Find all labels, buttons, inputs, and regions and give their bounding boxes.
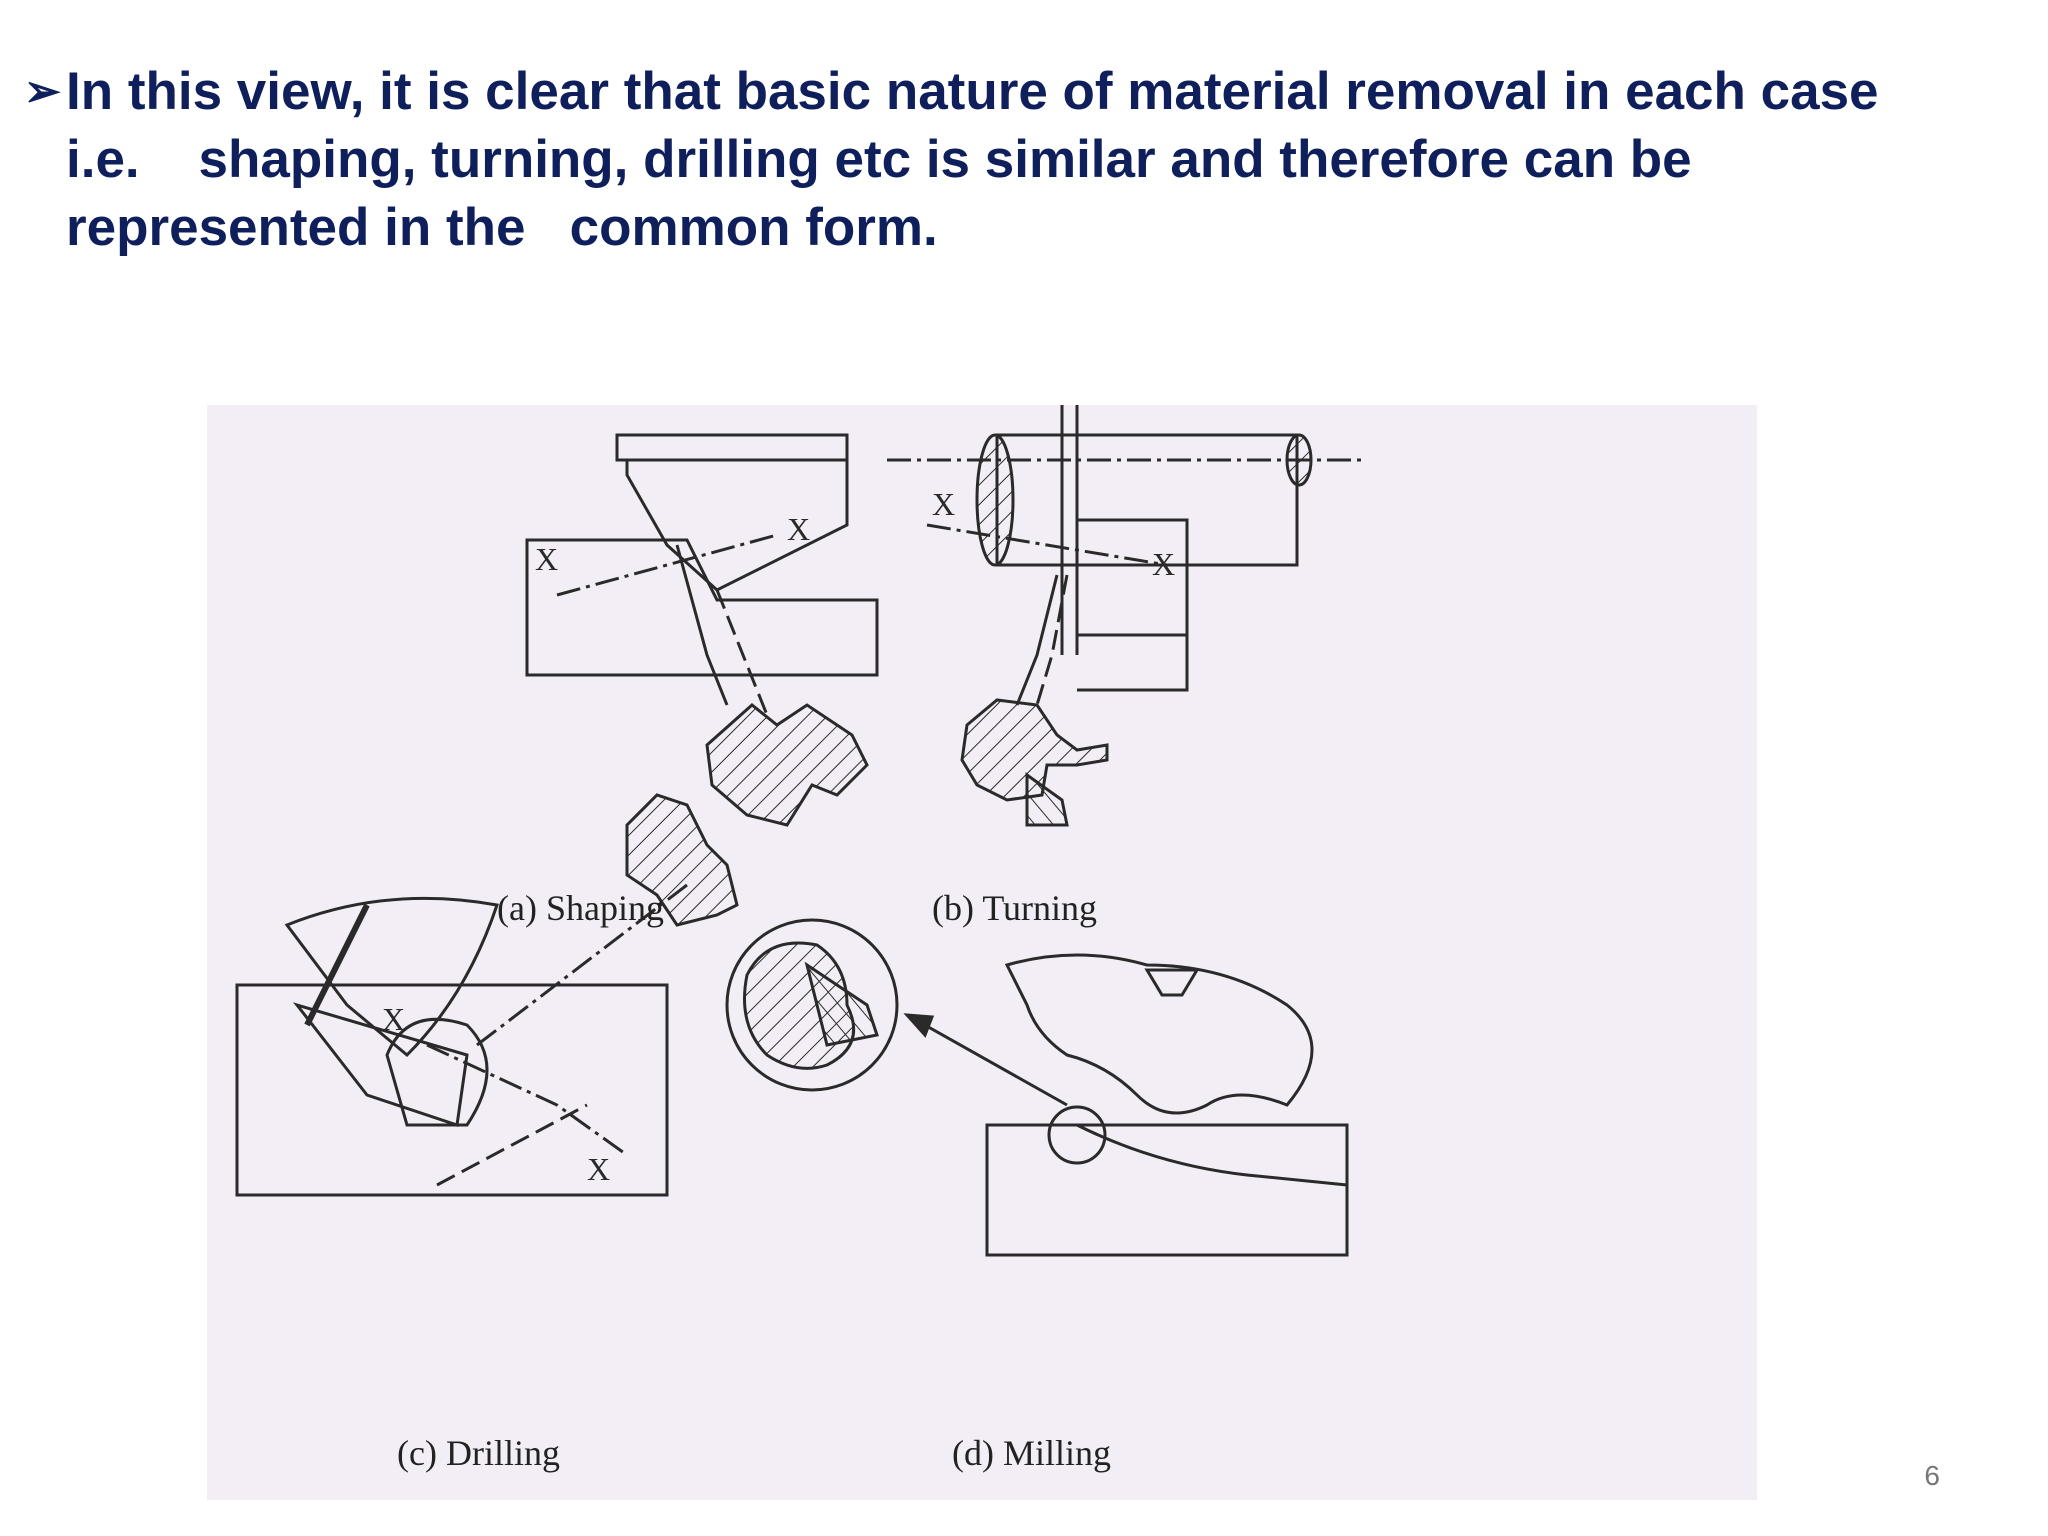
- machining-operations-figure: X X X X: [207, 405, 1757, 1500]
- turning-drawing: [887, 405, 1367, 827]
- drilling-drawing: [235, 793, 739, 1197]
- shaping-tool: [625, 458, 849, 592]
- turning-mark-right: X: [1152, 546, 1175, 582]
- bullet-line-3: represented in the common form.: [66, 198, 938, 257]
- turning-chip-section: [960, 698, 1109, 802]
- milling-chip-fragment: [804, 961, 879, 1047]
- shaping-drawing: [525, 433, 879, 827]
- shaping-workpiece: [525, 538, 879, 677]
- arrow-bullet-icon: ➢: [24, 67, 61, 116]
- milling-drawing: [725, 918, 1349, 1257]
- turning-tool-shank: [1077, 633, 1189, 692]
- drilling-lip: [385, 1017, 489, 1127]
- drilling-mark-right: X: [587, 1151, 610, 1187]
- shaping-chip-section: [705, 703, 869, 827]
- drilling-chip-line: [436, 1103, 588, 1187]
- drilling-feed-line: [476, 883, 688, 1047]
- turning-mark-left: X: [932, 486, 955, 522]
- milling-cutter: [1004, 953, 1314, 1115]
- milling-magnified-view: [725, 918, 899, 1092]
- bullet-text-block: ➢ In this view, it is clear that basic n…: [24, 58, 2024, 262]
- shaping-mark-left: X: [535, 541, 558, 577]
- page-number: 6: [1924, 1460, 1940, 1491]
- turning-shaft: [995, 433, 1299, 567]
- shaping-chip-line-1: [675, 544, 729, 706]
- turning-chip-fragment: [1025, 772, 1069, 827]
- machining-line-drawing: X X X X: [235, 405, 1367, 1473]
- milling-workpiece: [985, 1123, 1349, 1257]
- bullet-line-1: In this view, it is clear that basic nat…: [66, 62, 1879, 121]
- drilling-drill-body: [284, 896, 499, 1058]
- caption-milling: (d) Milling: [952, 1433, 1111, 1473]
- milling-cutter-key: [1144, 968, 1200, 997]
- shaping-mark-right: X: [787, 511, 810, 547]
- milling-cut-surface: [1076, 1123, 1348, 1187]
- caption-shaping: (a) Shaping: [497, 888, 664, 928]
- caption-turning: (b) Turning: [932, 888, 1097, 928]
- milling-contact-circle: [1047, 1105, 1107, 1165]
- drilling-workpiece: [235, 983, 669, 1197]
- milling-arrow-head: [903, 1013, 935, 1038]
- bullet-lines: In this view, it is clear that basic nat…: [66, 58, 1879, 262]
- drilling-flute: [304, 903, 370, 1027]
- turning-chip-line-2: [1035, 574, 1069, 706]
- drilling-mark-left: X: [382, 1001, 405, 1037]
- drilling-chip-section: [625, 793, 739, 927]
- shaping-chip-line-2: [715, 589, 769, 716]
- shaping-tool-holder: [615, 433, 849, 462]
- turning-shaft-end-left: [975, 433, 1015, 567]
- milling-arrow-line: [906, 1013, 1068, 1107]
- caption-drilling: (c) Drilling: [397, 1433, 560, 1473]
- drilling-section-line: [426, 1043, 628, 1157]
- shaping-section-line: [556, 533, 778, 597]
- turning-section-line: [926, 523, 1168, 567]
- turning-chip-line-1: [1015, 574, 1059, 706]
- bullet-line-2: i.e. shaping, turning, drilling etc is s…: [66, 130, 1692, 189]
- bullet-item: ➢ In this view, it is clear that basic n…: [24, 58, 2024, 262]
